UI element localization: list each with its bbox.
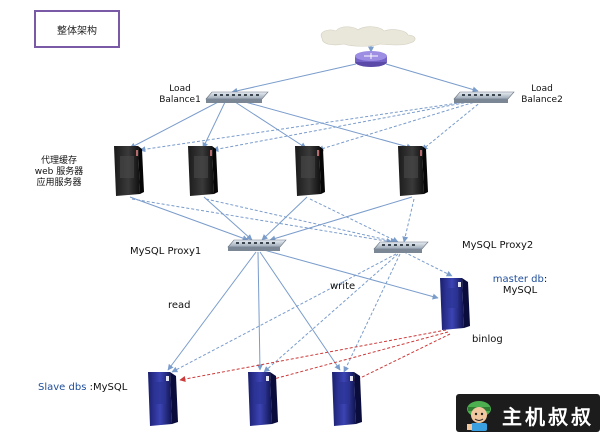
- slave-db-server-1: [148, 372, 178, 426]
- link-proxy1-master: [263, 249, 439, 300]
- watermark-text: 主机叔叔: [502, 405, 594, 429]
- watermark: 主机叔叔: [456, 394, 600, 432]
- lb1-label: Load Balance1: [159, 84, 201, 105]
- link-master-slave2: [269, 331, 449, 382]
- link-proxy1-slave1: [167, 251, 257, 371]
- diagram-title-text: 整体架构: [57, 25, 97, 37]
- diagram-title: 整体架构: [34, 10, 120, 48]
- master-db-name: master db: [492, 274, 544, 285]
- master-db-server: [440, 278, 470, 330]
- slave-dbs-type: :MySQL: [89, 382, 128, 393]
- link-web1-proxy2: [131, 198, 393, 245]
- link-router-lb2: [385, 63, 479, 93]
- write-label: write: [330, 281, 356, 292]
- link-lb1-web4: [237, 99, 413, 150]
- link-lb1-web2: [202, 99, 227, 149]
- web-server-1: [114, 146, 144, 196]
- link-web2-proxy1: [203, 196, 253, 241]
- binlog-links: [179, 329, 451, 383]
- link-proxy2-slave1: [171, 253, 397, 373]
- lb2-label: Load Balance2: [521, 84, 563, 105]
- router-icon: [355, 51, 387, 67]
- mascot-icon: [467, 401, 491, 431]
- link-master-slave1: [179, 329, 447, 382]
- link-proxy2-master: [403, 251, 453, 277]
- link-web3-proxy2: [309, 198, 399, 243]
- read-label: read: [168, 300, 191, 311]
- slave-dbs-label: Slave dbs :MySQL: [38, 382, 127, 393]
- link-master-slave3: [351, 333, 451, 383]
- link-lb1-web1: [129, 99, 223, 149]
- load-balancer-2: [453, 91, 515, 103]
- link-web3-proxy1: [261, 196, 308, 241]
- link-web2-proxy2: [205, 198, 397, 244]
- link-web4-proxy2: [402, 198, 415, 243]
- link-web1-proxy1: [129, 196, 249, 241]
- link-web4-proxy1: [269, 196, 413, 242]
- slave-db-server-3: [332, 372, 362, 426]
- load-balancer-1: [205, 91, 269, 103]
- link-lb2-web3: [317, 100, 479, 152]
- link-proxy1-slave3: [259, 251, 341, 371]
- web-server-4: [398, 146, 428, 196]
- links: [129, 42, 483, 373]
- binlog-label: binlog: [472, 334, 503, 345]
- master-db-colon: :: [543, 274, 548, 285]
- link-proxy2-slave3: [343, 253, 401, 373]
- proxy2-label: MySQL Proxy2: [462, 240, 534, 251]
- web-server-2: [188, 146, 218, 196]
- link-lb2-web4: [421, 100, 483, 151]
- cloud-icon: [320, 26, 416, 47]
- slave-db-server-2: [248, 372, 278, 426]
- slave-dbs-name: Slave dbs: [38, 382, 87, 393]
- web-server-3: [295, 146, 325, 196]
- proxy1-label: MySQL Proxy1: [130, 246, 202, 257]
- link-router-lb1: [231, 63, 357, 94]
- link-lb2-web2: [212, 100, 475, 152]
- master-db-type: MySQL: [502, 285, 538, 296]
- mysql-proxy-1: [227, 239, 287, 251]
- mysql-proxy-2: [373, 241, 429, 253]
- link-lb2-web1: [139, 100, 473, 153]
- web-tier-label: 代理缓存 web 服务器 应用服务器: [34, 156, 84, 188]
- link-proxy1-slave2: [256, 251, 263, 371]
- master-db-label: master db: MySQL: [490, 274, 550, 296]
- link-lb1-web3: [231, 99, 307, 149]
